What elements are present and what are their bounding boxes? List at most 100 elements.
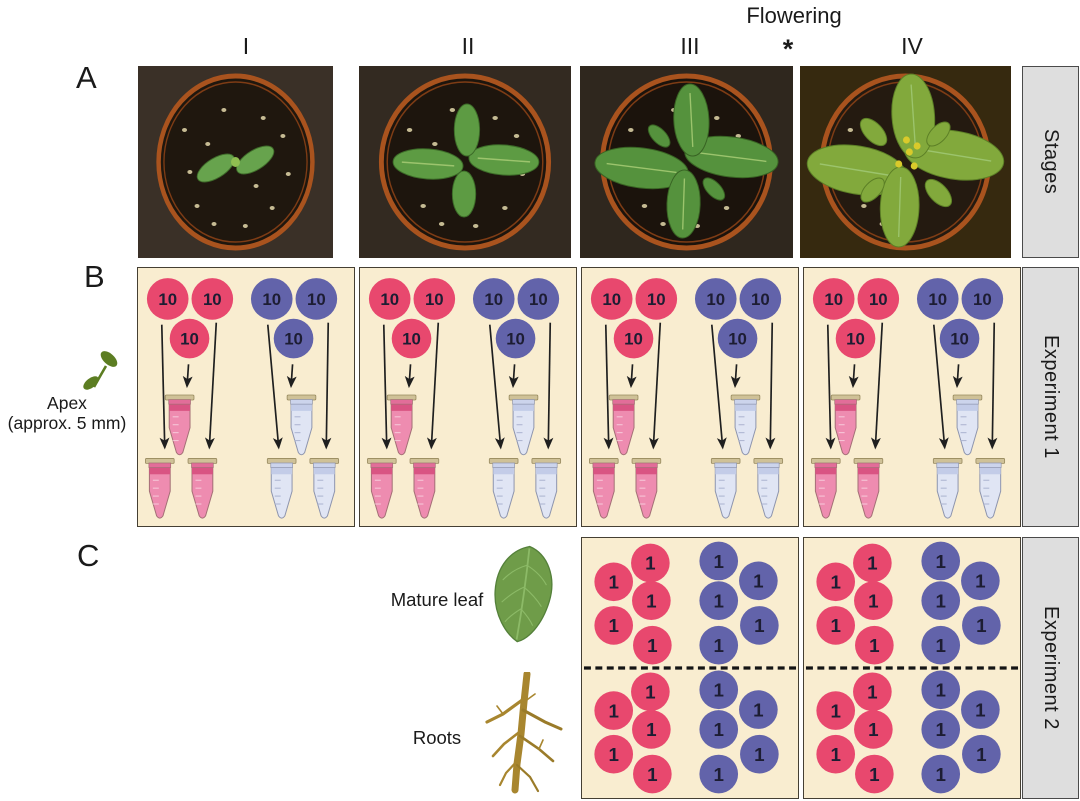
svg-text:10: 10 (751, 290, 770, 309)
svg-text:10: 10 (846, 330, 865, 349)
experiment1-side-box: Experiment 1 (1022, 267, 1079, 527)
transfer-arrow (626, 364, 637, 389)
svg-text:10: 10 (402, 330, 421, 349)
sample-pool-circle: 10 (273, 318, 314, 359)
sample-pool-circle: 1 (855, 754, 894, 794)
transfer-arrow (603, 324, 614, 450)
pink-tube-icon (367, 458, 397, 519)
sample-pool-circle: 1 (739, 561, 778, 601)
apex-label-line2: (approx. 5 mm) (7, 413, 127, 433)
svg-text:1: 1 (830, 572, 840, 593)
blue-tube-icon (975, 458, 1006, 519)
sample-pool-circle: 10 (857, 278, 900, 320)
sample-pool-circle: 1 (632, 710, 671, 749)
sample-pool-circle: 10 (717, 318, 758, 359)
sample-pool-circle: 1 (854, 710, 893, 749)
pink-tube-icon (811, 458, 841, 519)
svg-text:1: 1 (868, 590, 878, 611)
sample-pool-circle: 1 (816, 562, 856, 602)
blue-tube-icon (266, 458, 297, 519)
svg-text:10: 10 (869, 290, 888, 309)
svg-text:10: 10 (425, 290, 444, 309)
pink-tube-icon (164, 394, 195, 456)
sample-pool-circle: 1 (699, 541, 739, 581)
svg-text:10: 10 (950, 330, 969, 349)
sample-pool-circle: 10 (739, 278, 782, 320)
sample-pool-circle: 10 (812, 278, 855, 320)
sample-pool-circle: 1 (699, 710, 739, 749)
plant-pot-image-stage-4 (800, 66, 1011, 258)
sample-pool-circle: 1 (594, 734, 634, 774)
roots-label: Roots (412, 727, 462, 748)
svg-text:1: 1 (608, 615, 618, 636)
transfer-arrow (543, 322, 554, 450)
svg-text:1: 1 (645, 682, 655, 703)
svg-text:10: 10 (262, 290, 281, 309)
stages-side-box: Stages (1022, 66, 1079, 258)
mature-leaf-icon (494, 545, 553, 643)
svg-text:10: 10 (602, 290, 621, 309)
sample-pool-circle: 1 (921, 541, 961, 581)
svg-text:1: 1 (976, 615, 986, 636)
pink-tube-icon (631, 458, 662, 519)
sample-pool-circle: 1 (699, 625, 739, 665)
pink-tube-icon (187, 458, 218, 519)
panel-b-label: B (84, 259, 105, 294)
sample-pool-circle: 1 (699, 581, 739, 620)
svg-text:10: 10 (529, 290, 548, 309)
blue-tube-icon (952, 394, 983, 456)
svg-text:1: 1 (868, 719, 878, 740)
svg-text:1: 1 (830, 615, 840, 636)
svg-text:1: 1 (608, 572, 618, 593)
svg-text:1: 1 (647, 764, 657, 785)
sample-pool-circle: 10 (590, 278, 633, 320)
transfer-arrow (730, 364, 741, 389)
svg-text:1: 1 (713, 764, 723, 785)
pink-tube-icon (386, 394, 417, 456)
stage-photo-4 (800, 66, 1011, 258)
svg-text:1: 1 (830, 744, 840, 765)
pink-tube-icon (830, 394, 861, 456)
roots-icon (485, 672, 563, 794)
transfer-arrow (426, 322, 440, 450)
blue-tube-icon (753, 458, 784, 519)
svg-text:1: 1 (935, 551, 945, 572)
transfer-arrow (870, 322, 884, 450)
sample-pool-circle: 10 (368, 278, 411, 320)
sample-pool-circle: 1 (631, 672, 670, 712)
sample-pool-circle: 1 (962, 734, 1001, 774)
svg-text:1: 1 (935, 590, 945, 611)
transfer-arrow (952, 364, 963, 389)
svg-text:1: 1 (754, 744, 764, 765)
stage-label-2: II (461, 33, 475, 59)
sample-pool-circle: 10 (939, 318, 980, 359)
stage-label-1: I (242, 33, 250, 59)
sample-pool-circle: 1 (921, 754, 961, 794)
sample-pool-circle: 10 (295, 278, 338, 320)
experiment2-side-box: Experiment 2 (1022, 537, 1079, 799)
transfer-arrow (488, 324, 505, 450)
pink-tube-icon (409, 458, 440, 519)
svg-text:10: 10 (728, 330, 747, 349)
sample-pool-circle: 1 (921, 581, 961, 620)
experiment1-tissue-label: Apex (approx. 5 mm) (0, 393, 134, 433)
sample-pool-circle: 1 (594, 562, 634, 602)
sample-pool-circle: 10 (495, 318, 536, 359)
sample-pool-circle: 1 (854, 581, 893, 620)
svg-text:1: 1 (935, 680, 945, 701)
sample-pool-circle: 1 (633, 625, 672, 665)
stage-label-3: III (680, 33, 700, 59)
svg-text:1: 1 (976, 744, 986, 765)
svg-text:1: 1 (647, 635, 657, 656)
pink-tube-icon (608, 394, 639, 456)
transfer-arrow (508, 364, 519, 389)
sample-pool-circle: 10 (635, 278, 678, 320)
sample-pool-circle: 1 (853, 543, 892, 583)
flowering-asterisk: * (782, 34, 794, 64)
sample-pool-circle: 10 (916, 278, 959, 320)
sample-pool-circle: 10 (391, 318, 432, 359)
sample-pool-circle: 10 (472, 278, 515, 320)
transfer-arrow (159, 324, 170, 450)
